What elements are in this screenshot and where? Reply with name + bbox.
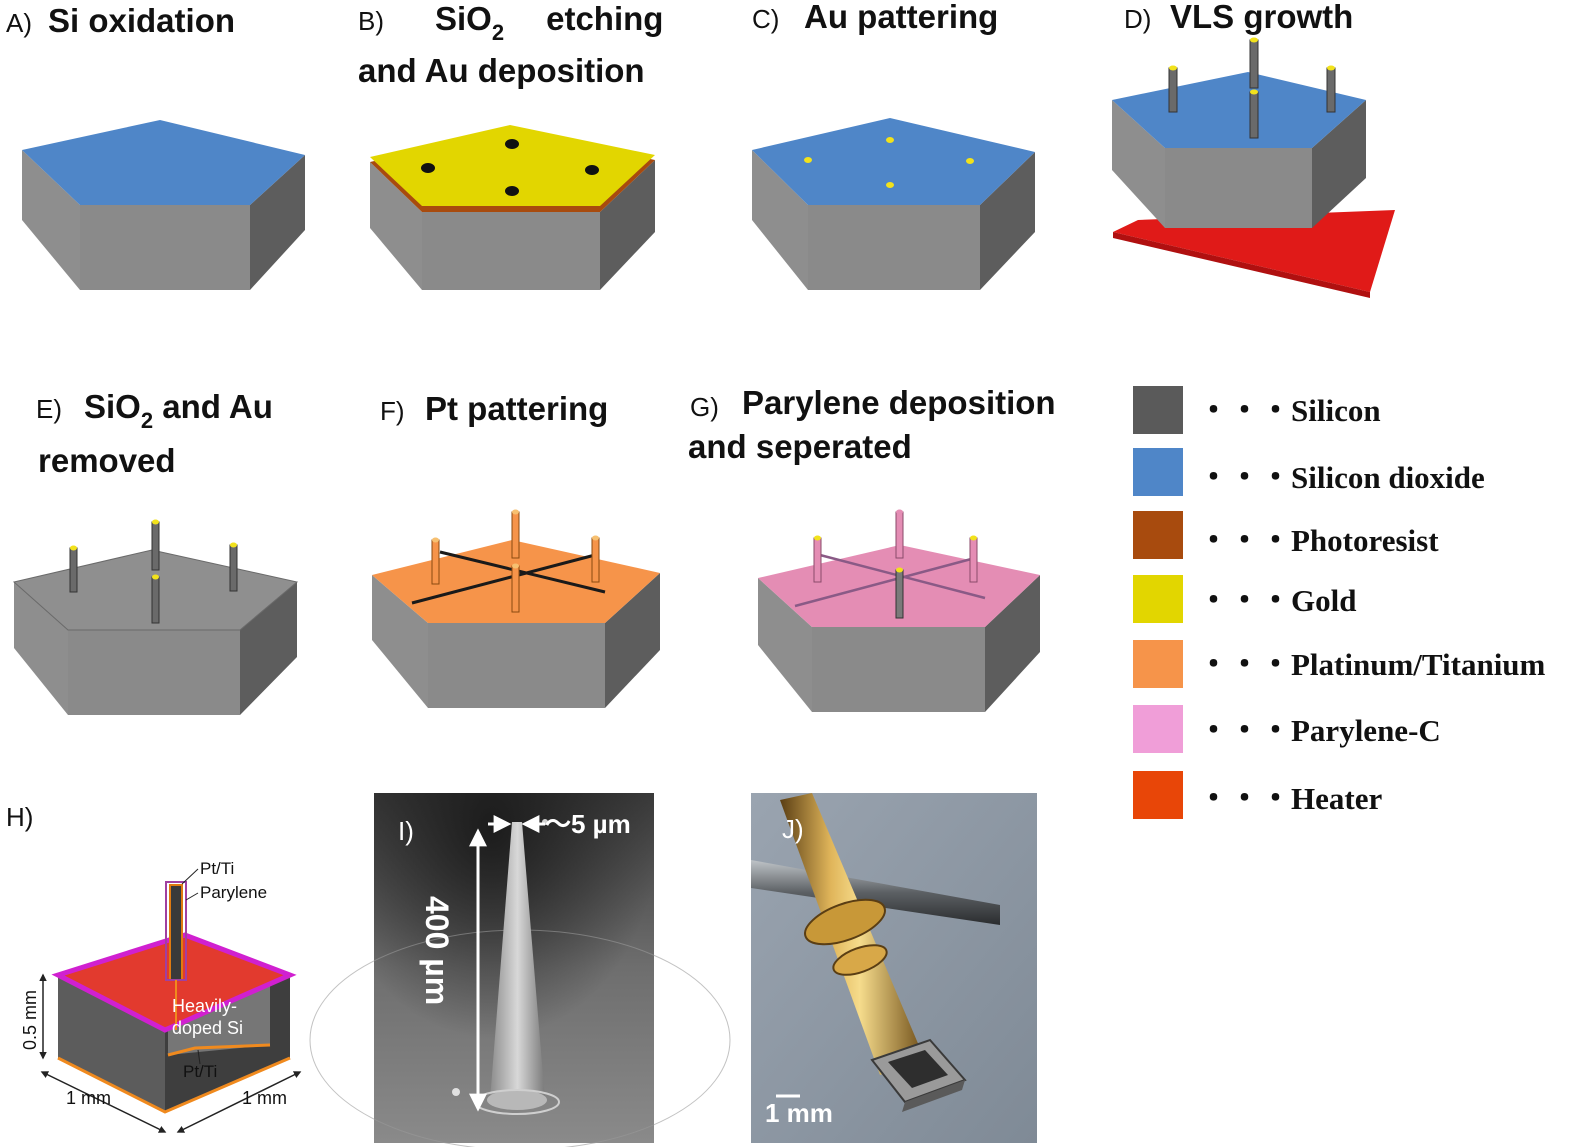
legend-item-heater: ・・・Heater bbox=[1133, 771, 1382, 819]
legend-item-photoresist: ・・・Photoresist bbox=[1133, 511, 1439, 559]
pt-coated-pillars bbox=[431, 509, 600, 613]
legend-item-gold: ・・・Gold bbox=[1133, 575, 1356, 623]
h-label-heavily-doped-2: doped Si bbox=[172, 1018, 243, 1038]
legend: ・・・Silicon ・・・Silicon dioxide ・・・Photore… bbox=[1133, 386, 1546, 819]
legend-label: ・・・Heater bbox=[1198, 781, 1382, 816]
pt-pattern-lines bbox=[411, 550, 606, 605]
legend-swatch bbox=[1133, 575, 1183, 623]
panel-h: H) Pt/Ti Parylene Heavily- bbox=[6, 802, 302, 1133]
panel-c: C) Au pattering bbox=[752, 0, 1035, 290]
legend-label: ・・・Silicon dioxide bbox=[1198, 460, 1485, 495]
pentagon-block-f bbox=[372, 540, 660, 708]
panel-f-title: Pt pattering bbox=[425, 390, 608, 427]
panel-h-letter: H) bbox=[6, 802, 33, 832]
panel-a-title: Si oxidation bbox=[48, 2, 235, 39]
h-label-pt-ti-bottom: Pt/Ti bbox=[183, 1062, 217, 1081]
cross-section-diagram: Pt/Ti Parylene Heavily- doped Si Pt/Ti 1… bbox=[20, 859, 302, 1133]
panel-e-title-line2: removed bbox=[38, 442, 176, 479]
panel-j-letter: J) bbox=[782, 814, 804, 844]
panel-i: I) ～5 µm 400 µm bbox=[309, 793, 731, 1147]
panel-d: D) VLS growth bbox=[1112, 0, 1395, 298]
h-label-parylene: Parylene bbox=[200, 883, 267, 902]
legend-label: ・・・Platinum/Titanium bbox=[1198, 647, 1546, 682]
legend-swatch bbox=[1133, 705, 1183, 753]
panel-c-letter: C) bbox=[752, 4, 779, 34]
microneedle bbox=[490, 822, 545, 1100]
gold-layer bbox=[370, 125, 655, 206]
panel-g-title-line1: Parylene deposition bbox=[742, 384, 1056, 421]
nanowire-pillars-e bbox=[69, 519, 238, 624]
panel-d-title: VLS growth bbox=[1170, 0, 1353, 35]
legend-label: ・・・Gold bbox=[1198, 583, 1356, 618]
legend-item-parylene-c: ・・・Parylene-C bbox=[1133, 705, 1441, 753]
panel-e-title-line1: SiO2 and Au bbox=[84, 388, 273, 433]
panel-g: G) Parylene deposition and seperated bbox=[688, 384, 1056, 712]
legend-label: ・・・Photoresist bbox=[1198, 523, 1439, 558]
h-dim-height: 0.5 mm bbox=[20, 990, 40, 1050]
pentagon-block-a bbox=[22, 120, 305, 290]
panel-e-letter: E) bbox=[36, 394, 62, 424]
heater-plate bbox=[1113, 210, 1395, 292]
i-tip-label: ～5 µm bbox=[545, 809, 631, 839]
legend-swatch bbox=[1133, 386, 1183, 434]
device-photo bbox=[751, 793, 1037, 1143]
legend-swatch bbox=[1133, 511, 1183, 559]
panel-b-title-line2: and Au deposition bbox=[358, 52, 645, 89]
panel-c-title: Au pattering bbox=[804, 0, 998, 35]
panel-a-letter: A) bbox=[6, 8, 32, 38]
legend-item-silicon: ・・・Silicon bbox=[1133, 386, 1381, 434]
legend-label: ・・・Silicon bbox=[1198, 393, 1381, 428]
h-dim-left: 1 mm bbox=[66, 1088, 111, 1108]
legend-item-platinum-titanium: ・・・Platinum/Titanium bbox=[1133, 640, 1546, 688]
nanowire-pillars-d bbox=[1168, 37, 1336, 139]
pentagon-block-b bbox=[370, 125, 655, 290]
panel-g-title-line2: and seperated bbox=[688, 428, 912, 465]
h-dim-right: 1 mm bbox=[242, 1088, 287, 1108]
legend-item-silicon-dioxide: ・・・Silicon dioxide bbox=[1133, 448, 1485, 496]
legend-swatch bbox=[1133, 448, 1183, 496]
panel-g-letter: G) bbox=[690, 392, 719, 422]
photoresist-dots bbox=[421, 139, 599, 196]
panel-d-letter: D) bbox=[1124, 4, 1151, 34]
gold-dots bbox=[804, 137, 974, 188]
panel-f-letter: F) bbox=[380, 396, 405, 426]
h-label-heavily-doped-1: Heavily- bbox=[172, 996, 237, 1016]
panel-j: J) 1 mm bbox=[751, 793, 1037, 1143]
oxide-layer bbox=[22, 120, 305, 205]
panel-f: F) Pt pattering bbox=[372, 390, 660, 708]
panel-b-letter: B) bbox=[358, 6, 384, 36]
pentagon-block-e bbox=[12, 549, 299, 715]
pentagon-block-c bbox=[752, 118, 1035, 290]
parylene-coated-pillars bbox=[813, 509, 978, 619]
h-label-pt-ti-top: Pt/Ti bbox=[200, 859, 234, 878]
legend-label: ・・・Parylene-C bbox=[1198, 713, 1441, 748]
panel-a: A) Si oxidation bbox=[6, 2, 305, 290]
j-scale-label: 1 mm bbox=[765, 1098, 833, 1128]
legend-swatch bbox=[1133, 771, 1183, 819]
panel-e: E) SiO2 and Au removed bbox=[12, 388, 299, 715]
legend-swatch bbox=[1133, 640, 1183, 688]
panel-i-letter: I) bbox=[398, 816, 414, 846]
i-length-label: 400 µm bbox=[419, 896, 455, 1005]
